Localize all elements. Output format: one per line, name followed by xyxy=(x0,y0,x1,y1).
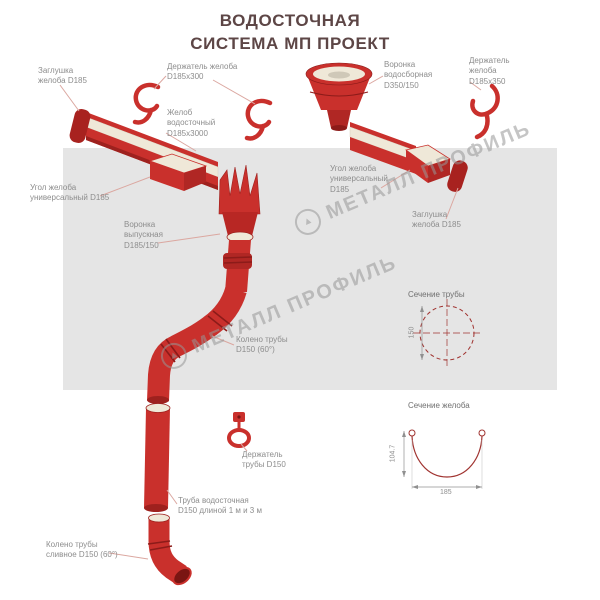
gutter-corner-left-drawing xyxy=(148,153,208,191)
label-gutter-end-cap-left: Заглушка желоба D185 xyxy=(38,66,87,86)
label-gutter-holder-300: Держатель желоба D185х300 xyxy=(167,62,238,82)
pipe-elbow-drawing xyxy=(147,286,247,404)
funnel-downpipe-section xyxy=(223,240,253,292)
label-downpipe: Труба водосточная D150 длиной 1 м и 3 м xyxy=(178,496,262,516)
dimension-pipe-diameter: 150 xyxy=(408,326,416,339)
section-pipe-drawing xyxy=(413,299,481,367)
label-collector-funnel: Воронка водосборная D350/150 xyxy=(384,60,433,90)
label-section-gutter: Сечение желоба xyxy=(408,401,470,410)
section-gutter-drawing xyxy=(402,429,486,489)
dimension-gutter-width: 185 xyxy=(440,489,452,496)
downpipe-drawing xyxy=(144,403,171,512)
collector-funnel-drawing xyxy=(305,62,373,131)
roof-plane xyxy=(63,148,557,390)
gutter-hook-300-a xyxy=(132,82,161,125)
label-gutter-corner-right: Угол желоба универсальный D185 xyxy=(330,164,388,194)
label-section-pipe: Сечение трубы xyxy=(408,290,465,299)
label-gutter-holder-350: Держатель желоба D185х350 xyxy=(469,56,510,86)
label-pipe-holder: Держатель трубы D150 xyxy=(242,450,286,470)
label-gutter-corner-left: Угол желоба универсальный D185 xyxy=(30,183,110,203)
funnel-outlet-drawing xyxy=(218,164,261,243)
gutter-corner-right-drawing xyxy=(405,144,451,183)
label-drain-elbow: Колено трубы сливное D150 (60°) xyxy=(46,540,118,560)
gutter-right-drawing xyxy=(349,122,417,174)
gutter-hook-300-b xyxy=(244,98,273,141)
drain-elbow-drawing xyxy=(147,513,192,586)
dimension-gutter-height: 104.7 xyxy=(389,444,397,463)
gutter-hook-350 xyxy=(470,83,500,140)
pipe-holder-drawing xyxy=(227,412,251,448)
page-title: ВОДОСТОЧНАЯ СИСТЕМА МП ПРОЕКТ xyxy=(190,11,390,53)
label-gutter: Желоб водосточный D185х3000 xyxy=(167,108,216,138)
gutter-end-cap-right-drawing xyxy=(447,160,468,192)
label-gutter-end-cap-right: Заглушка желоба D185 xyxy=(412,210,461,230)
leader-lines xyxy=(59,75,482,560)
label-pipe-elbow: Колено трубы D150 (60°) xyxy=(236,335,288,355)
gutter-end-cap-left-drawing xyxy=(69,109,91,143)
label-funnel-outlet: Воронка выпускная D185/150 xyxy=(124,220,163,250)
